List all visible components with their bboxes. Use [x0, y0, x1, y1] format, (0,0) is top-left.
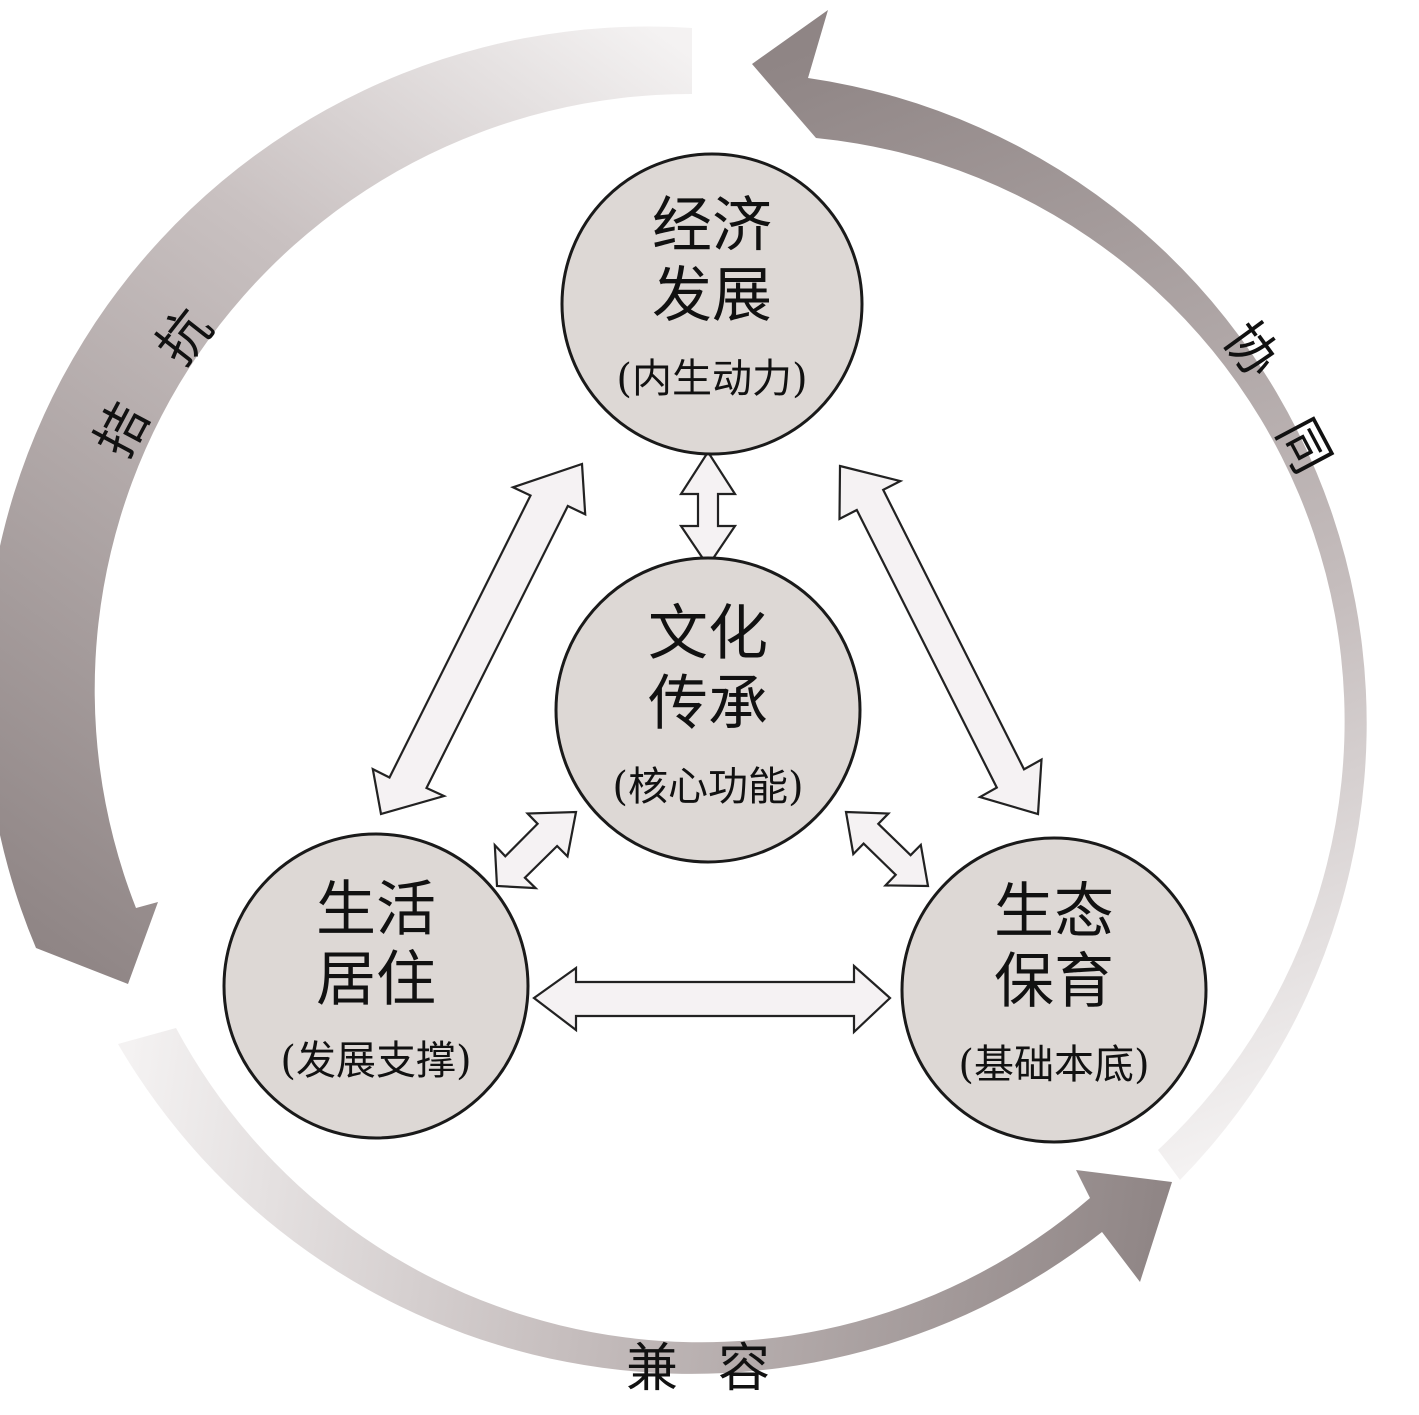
node-living-subtitle: (发展支撑) — [280, 1038, 471, 1084]
node-ecology-title-line1: 生态 — [994, 877, 1114, 947]
node-economic-title-line2: 发展 — [652, 261, 772, 331]
node-ecological-conservation: 生态 保育 (基础本底) — [900, 836, 1208, 1144]
node-ecology-title-line2: 保育 — [994, 947, 1114, 1017]
node-living-residence: 生活 居住 (发展支撑) — [222, 832, 530, 1140]
cycle-label-bottom: 兼 容 — [626, 1339, 770, 1399]
arrow-culture-living — [493, 810, 578, 890]
arrow-economy-culture — [678, 449, 738, 568]
node-living-title-line1: 生活 — [316, 875, 436, 945]
cycle-label-bottom-char1: 兼 — [626, 1339, 678, 1399]
arrow-economy-ecology — [838, 464, 1043, 816]
node-culture-subtitle: (核心功能) — [612, 764, 803, 810]
arrow-economy-living — [371, 462, 587, 816]
node-economic-subtitle: (内生动力) — [616, 356, 807, 402]
arrow-living-ecology — [532, 963, 892, 1035]
cycle-arrow-left — [0, 26, 692, 984]
node-cultural-heritage: 文化 传承 (核心功能) — [554, 556, 862, 864]
cycle-arrow-right — [752, 10, 1367, 1180]
node-economic-development: 经济 发展 (内生动力) — [560, 152, 864, 456]
node-economic-title-line1: 经济 — [652, 191, 772, 261]
arrow-culture-ecology — [844, 810, 930, 888]
cycle-label-bottom-char2: 容 — [718, 1339, 770, 1399]
node-living-title-line2: 居住 — [316, 945, 436, 1015]
node-culture-title-line1: 文化 — [648, 599, 768, 669]
node-culture-title-line2: 传承 — [648, 669, 768, 739]
cycle-arrow-bottom — [118, 1028, 1172, 1374]
node-ecology-subtitle: (基础本底) — [958, 1042, 1149, 1088]
